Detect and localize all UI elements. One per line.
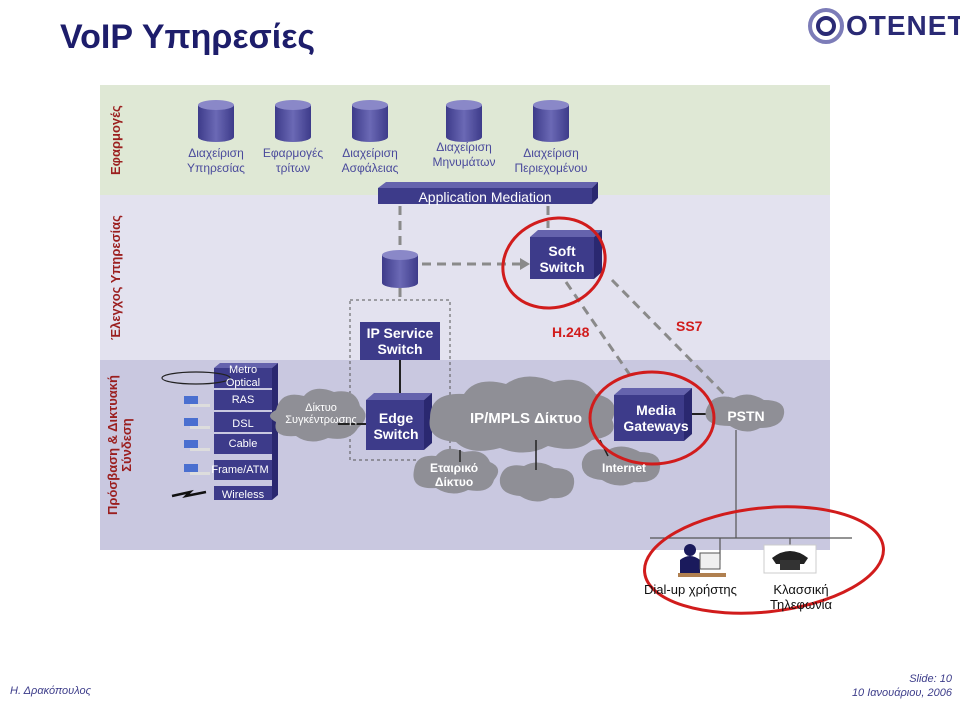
pstn-cloud [705,394,785,432]
h248-label: H.248 [552,324,590,340]
edge-switch-box [366,393,432,450]
stack-label-dsl: DSL [232,418,254,430]
database-icon [198,100,234,142]
soft-switch-label: Soft Switch [539,243,585,275]
stack-label-cable: Cable [228,438,258,450]
footer-slide-info: Slide: 10 10 Ιανουάριου, 2006 [850,672,952,700]
internet-label: Internet [601,461,646,475]
footer-author: Η. Δρακόπουλος [10,685,91,697]
otenet-logo [806,6,956,50]
database-icon [352,100,388,142]
ip-service-switch-frame [349,299,451,461]
pstn-label: PSTN [727,408,765,424]
access-stack [214,363,278,500]
media-gateways-box [614,388,692,441]
slide-date: 10 Ιανουάριου, 2006 [851,687,952,699]
highlight-circle [588,370,716,466]
stack-label-wireless: Wireless [221,489,265,501]
internet-cloud [581,446,661,486]
metro-ring-icon [161,371,231,385]
stack-label-ras: RAS [231,394,255,406]
database-icon [533,100,569,142]
ip-mpls-label: IP/MPLS Δίκτυο [469,410,583,427]
aggregation-cloud [270,388,366,442]
application-mediation-bar [378,182,598,204]
ss7-label: SS7 [676,318,703,334]
access-device-icons [184,396,210,475]
slide-number: Slide: 10 [909,673,952,685]
cloud [499,462,575,502]
db-label-service-mgmt: Διαχείριση Υπηρεσίας [187,146,245,175]
db-label-security: Διαχείριση Ασφάλειας [341,146,399,175]
db-label-third-party: Εφαρμογές τρίτων [262,146,324,175]
server-icon [382,250,418,288]
edge-switch-label: Edge Switch [373,410,419,442]
database-icon [446,100,482,142]
stack-label-metro: Metro Optical [225,364,261,389]
soft-switch-box [530,230,602,279]
ip-service-switch-label: IP Service Switch [366,325,434,357]
dashed-link [610,278,732,402]
telephone-icon [763,544,817,574]
aggregation-network-label: Δίκτυο Συγκέντρωσης [285,402,357,426]
wireless-bolt-icon [171,489,207,499]
page-title: VoIP Υπηρεσίες [60,18,316,56]
db-label-content: Διαχείριση Περιεχομένου [514,146,588,175]
arrow-head-icon [520,258,530,270]
application-mediation-label: Application Mediation [418,189,552,205]
highlight-circle [501,216,607,310]
enterprise-network-label: Εταιρικό Δίκτυο [429,461,479,489]
stack-label-frame-atm: Frame/ATM [211,464,269,476]
otenet-swirl-icon [808,8,844,44]
highlight-circle [643,505,885,615]
logo-text: OTENET [846,10,960,41]
dialup-user-label: Dial-up χρήστης [644,582,737,597]
control-band [100,195,830,360]
dialup-user-icon [678,544,726,577]
dashed-link [564,281,634,379]
db-label-messaging: Διαχείριση Μηνυμάτων [432,140,496,169]
ip-mpls-cloud [429,376,615,453]
database-icon [275,100,311,142]
ip-service-switch-box [360,322,440,360]
classic-telephony-label: Κλασσική Τηλεφωνία [770,582,832,612]
media-gateways-label: Media Gateways [623,402,689,434]
enterprise-cloud [413,448,499,494]
